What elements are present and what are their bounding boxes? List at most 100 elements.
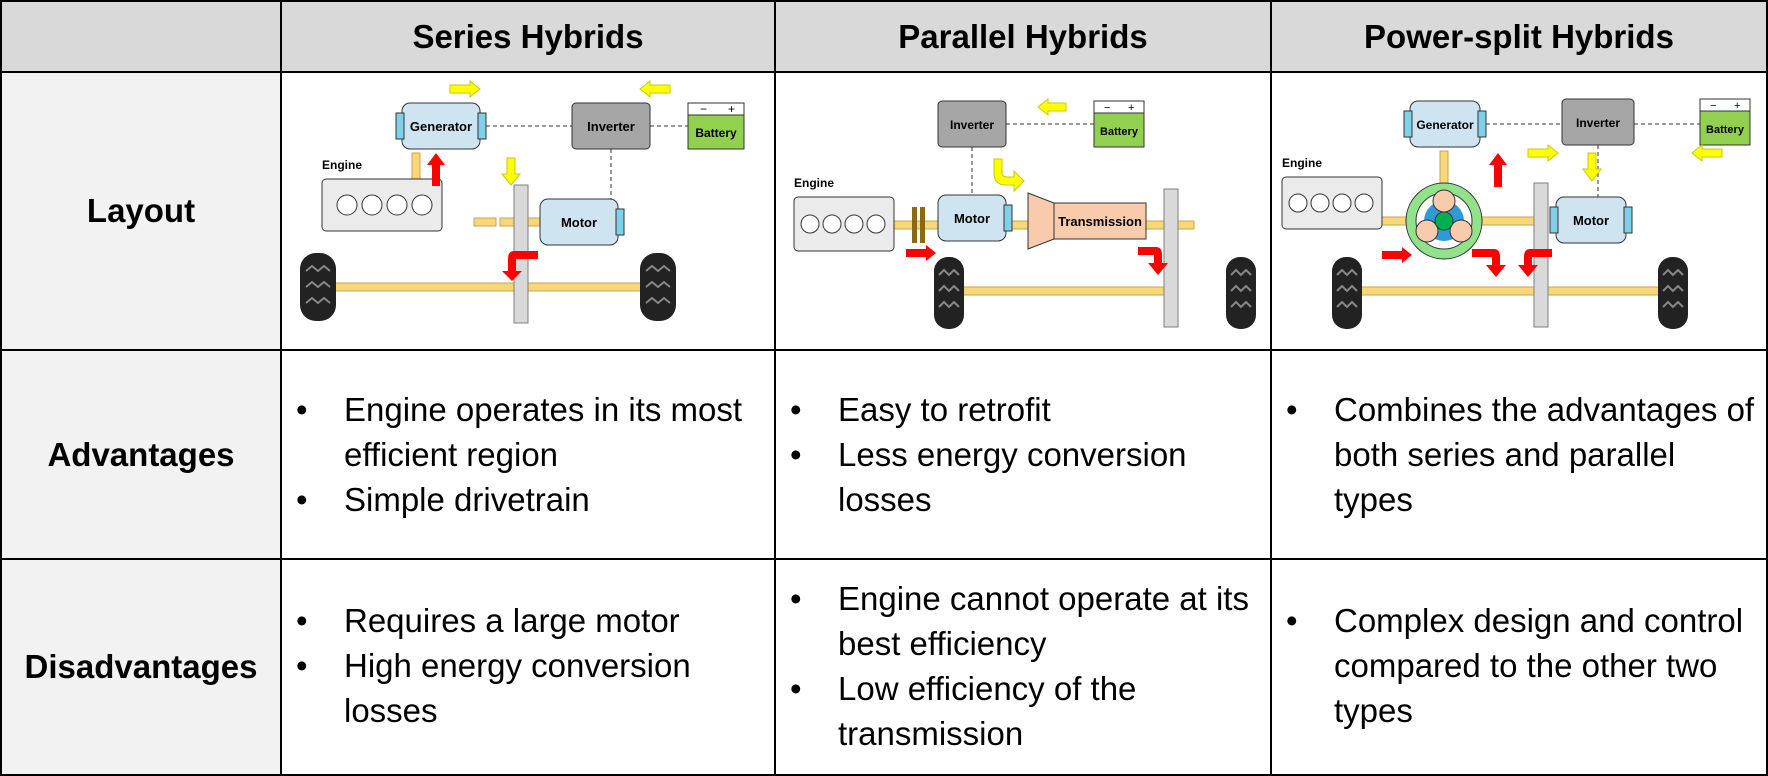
generator-icon: Generator	[1403, 100, 1487, 148]
row-header-layout: Layout	[0, 71, 282, 351]
battery-icon: − + Battery	[1093, 100, 1145, 148]
corner-header	[0, 0, 282, 73]
wheel-right-icon	[1226, 257, 1256, 329]
disadvantages-list-series: Requires a large motor High energy conve…	[294, 598, 766, 733]
yellow-arrow-left-icon	[639, 79, 671, 99]
transmission-label: Transmission	[1058, 214, 1142, 229]
battery-plus: +	[1128, 102, 1134, 114]
engine-label: Engine	[1282, 156, 1322, 170]
gear-icon	[1163, 188, 1179, 328]
disadvantages-list-power-split: Complex design and control compared to t…	[1284, 598, 1758, 733]
wheel-left-icon	[300, 253, 336, 321]
wheel-left-icon	[1332, 257, 1362, 329]
header-power-split-hybrids: Power-split Hybrids	[1270, 0, 1768, 73]
axle	[1341, 286, 1663, 296]
list-item: Requires a large motor	[294, 598, 766, 643]
list-item: Low efficiency of the transmission	[788, 666, 1262, 756]
layout-cell-parallel: Inverter − + Battery Engine	[774, 71, 1272, 351]
yellow-arrow-curve-icon	[993, 158, 1025, 193]
motor-icon: Motor	[539, 198, 625, 246]
battery-label: Battery	[1706, 124, 1745, 136]
battery-label: Battery	[695, 126, 737, 140]
inverter-icon: Inverter	[937, 100, 1007, 148]
red-arrow-down-left-icon	[1518, 249, 1552, 277]
inverter-label: Inverter	[587, 119, 635, 134]
clutch-icon	[912, 207, 925, 243]
engine-icon: Engine	[1281, 156, 1383, 230]
wheel-left-icon	[934, 257, 964, 329]
yellow-arrow-down-icon	[1582, 152, 1602, 182]
motor-icon: Motor	[937, 194, 1013, 242]
parallel-hybrid-diagram: Inverter − + Battery Engine	[793, 97, 1256, 329]
wheel-right-icon	[1658, 257, 1688, 329]
list-item: Complex design and control compared to t…	[1284, 598, 1758, 733]
motor-label: Motor	[561, 215, 597, 230]
disadvantages-cell-parallel: Engine cannot operate at its best effici…	[774, 558, 1272, 776]
generator-icon: Generator	[395, 102, 487, 150]
layout-cell-power-split: Generator Inverter − + Battery Engine	[1270, 71, 1768, 351]
transmission-icon: Transmission	[1027, 192, 1147, 250]
planetary-gear-icon	[1405, 182, 1483, 260]
battery-icon: − + Battery	[687, 102, 745, 150]
generator-label: Generator	[410, 119, 472, 134]
red-arrow-down-right-icon	[1472, 249, 1506, 277]
battery-label: Battery	[1100, 126, 1139, 138]
motor-label: Motor	[1573, 213, 1609, 228]
inverter-label: Inverter	[1576, 116, 1620, 130]
advantages-list-series: Engine operates in its most efficient re…	[294, 387, 766, 522]
red-arrow-up-icon	[1489, 153, 1507, 187]
battery-minus: −	[1710, 100, 1716, 112]
advantages-list-parallel: Easy to retrofit Less energy conversion …	[788, 387, 1262, 522]
axle	[313, 282, 645, 292]
advantages-cell-series: Engine operates in its most efficient re…	[280, 349, 776, 560]
inverter-icon: Inverter	[1561, 98, 1635, 146]
power-split-hybrid-diagram: Generator Inverter − + Battery Engine	[1281, 98, 1751, 329]
inverter-label: Inverter	[950, 118, 994, 132]
motor-shaft	[1471, 216, 1545, 226]
red-arrow-down-icon	[1138, 247, 1168, 275]
advantages-cell-parallel: Easy to retrofit Less energy conversion …	[774, 349, 1272, 560]
yellow-arrow-left-icon	[1037, 97, 1067, 117]
yellow-arrow-left-icon	[1691, 143, 1723, 163]
disadvantages-list-parallel: Engine cannot operate at its best effici…	[788, 576, 1262, 756]
generator-label: Generator	[1416, 118, 1474, 132]
list-item: High energy conversion losses	[294, 643, 766, 733]
gear-shaft-left	[473, 217, 497, 227]
list-item: Combines the advantages of both series a…	[1284, 387, 1758, 522]
engine-icon: Engine	[793, 176, 895, 252]
layout-cell-series: Generator Inverter − + Battery Engine	[280, 71, 776, 351]
list-item: Simple drivetrain	[294, 477, 766, 522]
battery-minus: −	[1104, 102, 1110, 114]
axle	[935, 286, 1177, 296]
battery-plus: +	[728, 102, 735, 116]
advantages-cell-power-split: Combines the advantages of both series a…	[1270, 349, 1768, 560]
disadvantages-cell-power-split: Complex design and control compared to t…	[1270, 558, 1768, 776]
engine-icon: Engine	[321, 158, 443, 232]
list-item: Engine cannot operate at its best effici…	[788, 576, 1262, 666]
header-parallel-hybrids: Parallel Hybrids	[774, 0, 1272, 73]
battery-plus: +	[1734, 100, 1740, 112]
battery-icon: − + Battery	[1699, 98, 1751, 146]
list-item: Easy to retrofit	[788, 387, 1262, 432]
yellow-arrow-down-icon	[500, 157, 522, 186]
series-hybrid-diagram: Generator Inverter − + Battery Engine	[300, 79, 745, 324]
header-series-hybrids: Series Hybrids	[280, 0, 776, 73]
battery-minus: −	[700, 102, 707, 116]
wheel-right-icon	[640, 253, 676, 321]
engine-label: Engine	[322, 158, 362, 172]
motor-label: Motor	[954, 211, 990, 226]
red-arrow-right-icon	[1382, 247, 1412, 263]
red-arrow-right-icon	[906, 245, 936, 261]
advantages-list-power-split: Combines the advantages of both series a…	[1284, 387, 1758, 522]
row-header-disadvantages: Disadvantages	[0, 558, 282, 776]
inverter-icon: Inverter	[571, 102, 651, 150]
yellow-arrow-right-icon	[1527, 143, 1559, 163]
red-arrow-up-icon	[427, 153, 445, 186]
engine-label: Engine	[794, 176, 834, 190]
yellow-arrow-right-icon	[449, 79, 481, 99]
list-item: Less energy conversion losses	[788, 432, 1262, 522]
red-arrow-down-icon	[502, 251, 538, 281]
motor-icon: Motor	[1549, 196, 1633, 244]
list-item: Engine operates in its most efficient re…	[294, 387, 766, 477]
